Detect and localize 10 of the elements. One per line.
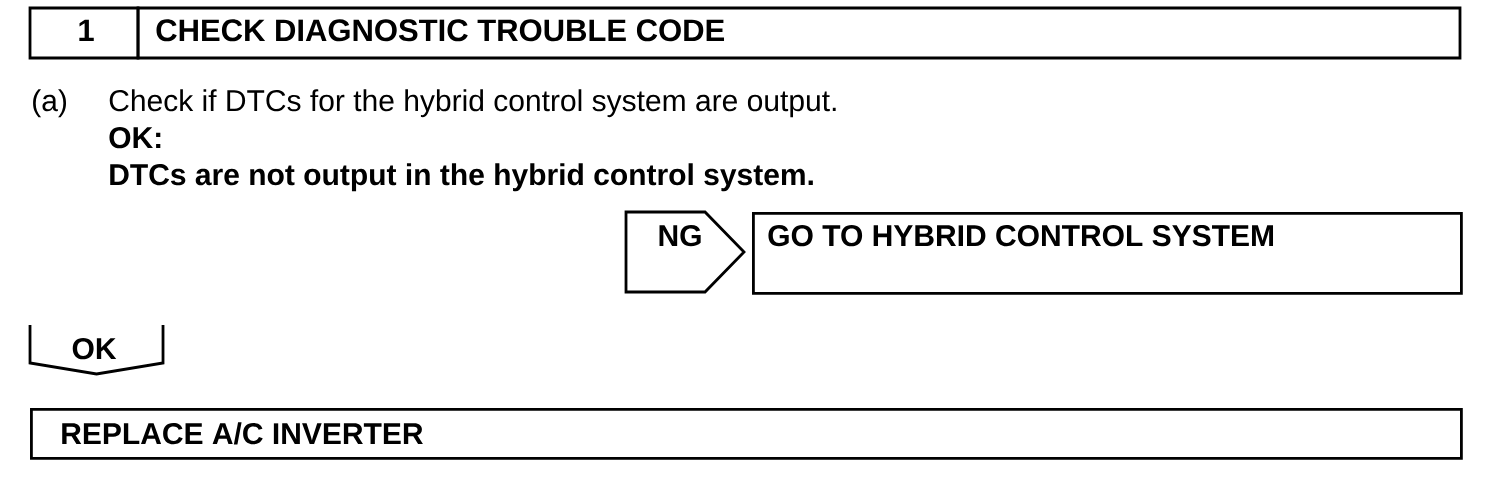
- step-number-cell: 1: [28, 6, 140, 60]
- action-box: GO TO HYBRID CONTROL SYSTEM: [752, 212, 1463, 295]
- instruction-text: Check if DTCs for the hybrid control system are output.: [109, 89, 836, 118]
- pointer-tab: OK: [28, 325, 165, 376]
- action-box: REPLACE A/C INVERTER: [30, 408, 1463, 460]
- pointer-tab: NG: [624, 210, 746, 294]
- step-title-cell: CHECK DIAGNOSTIC TROUBLE CODE: [136, 6, 1462, 60]
- criterion-text: DTCs are not output in the hybrid control system.: [110, 163, 813, 192]
- step-letter: (a): [33, 89, 66, 118]
- criterion-label: OK:: [109, 127, 161, 149]
